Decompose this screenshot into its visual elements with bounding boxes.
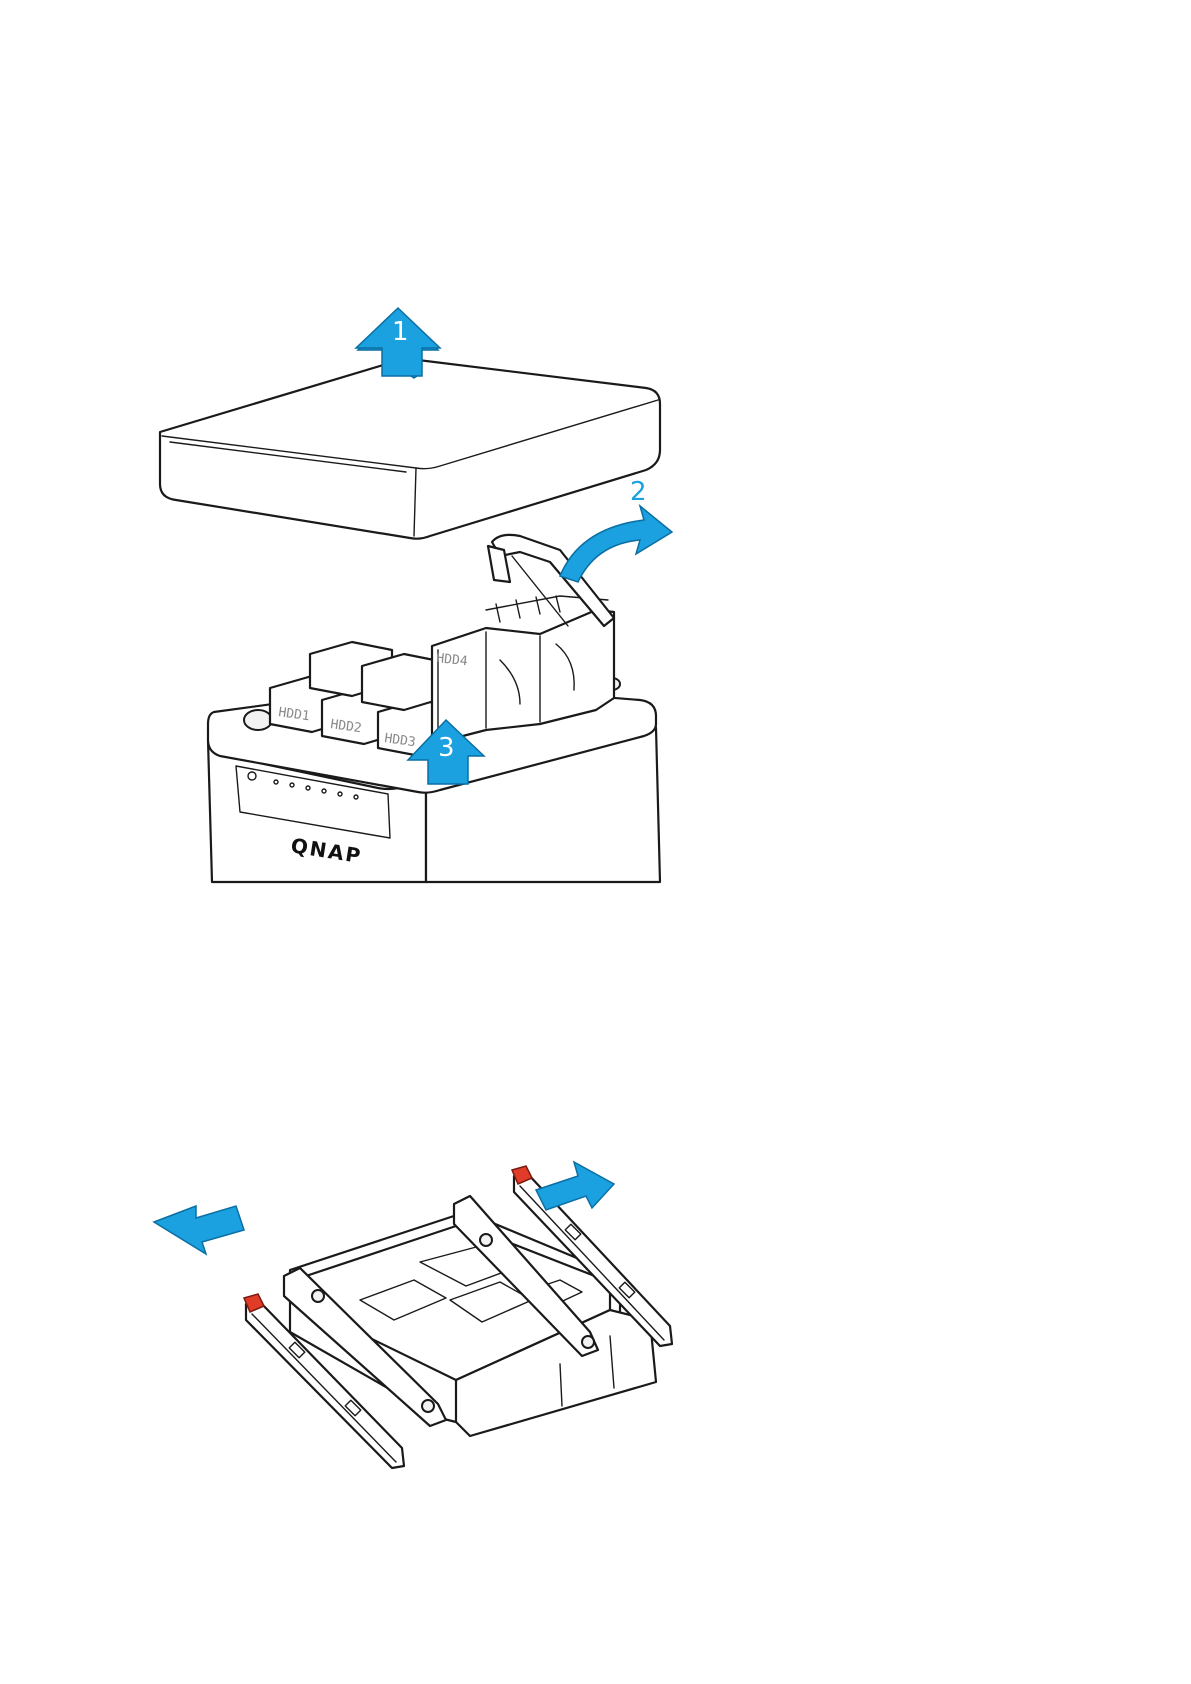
nas-disassembly-svg: 1 QNAP (0, 300, 1191, 960)
step2-number: 2 (630, 477, 647, 507)
left-pull-arrow (154, 1206, 244, 1254)
top-cover (160, 359, 660, 539)
step1-number: 1 (392, 317, 409, 347)
drive-tray-figure (0, 1150, 1191, 1500)
nas-disassembly-figure: 1 QNAP (0, 300, 1191, 960)
step3-number: 3 (438, 733, 455, 763)
step2-arrow: 2 (560, 477, 672, 582)
drive-tray-svg (0, 1150, 1191, 1500)
right-pull-arrow (536, 1162, 614, 1210)
